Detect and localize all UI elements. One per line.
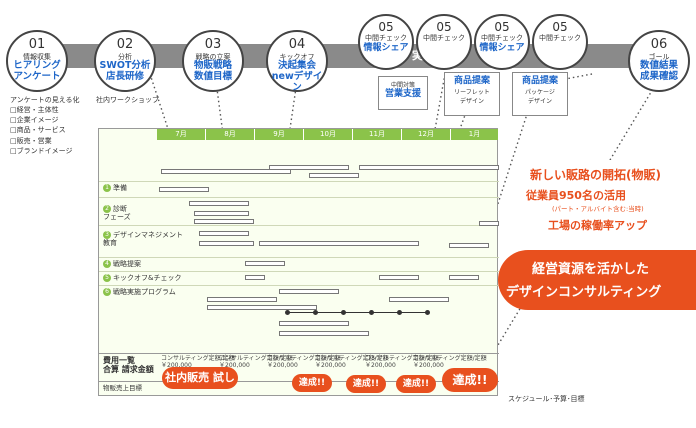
- month-header: 7月: [157, 129, 206, 140]
- goal-staff: 従業員950名の活用: [526, 189, 626, 202]
- cost-cell: コンサルティング定額/定額￥200,000: [365, 355, 439, 370]
- detail-sales-support: 中間対策営業支援: [378, 76, 428, 110]
- detail-leaflet-design: 商品提案リーフレットデザイン: [444, 72, 500, 116]
- pill-achieved: 達成!!: [292, 374, 332, 392]
- goal-factory: 工場の稼働率アップ: [548, 219, 647, 232]
- month-header: 11月: [353, 129, 402, 140]
- consulting-line-1: 経営資源を活かした: [532, 262, 650, 277]
- month-header: 1月: [451, 129, 499, 140]
- month-header: 12月: [402, 129, 451, 140]
- pill-in-house-sales: 社内販売 試し: [162, 367, 238, 389]
- survey-note: アンケートの見える化 □経営・主体性 □企業イメージ □商品・サービス □販売・…: [10, 96, 80, 155]
- cost-label: 費用一覧 合算 請求金額: [103, 356, 154, 374]
- consulting-line-2: デザインコンサルティング: [506, 285, 662, 300]
- cost-cell: コンサルティング定額/定額￥200,000: [161, 355, 235, 370]
- footer-caption: スケジュール･予算･目標: [508, 395, 585, 403]
- cost-cell: コンサルティング定額/定額￥200,000: [413, 355, 487, 370]
- detail-package-design: 商品提案パッケージデザイン: [512, 72, 568, 116]
- pill-achieved: 達成!!: [346, 375, 386, 393]
- cost-cell: コンサルティング定額/定額￥200,000: [315, 355, 389, 370]
- consulting-banner: [498, 250, 696, 310]
- sales-label: 物販売上目標: [103, 384, 142, 392]
- month-header: 9月: [255, 129, 304, 140]
- cost-cell: コンサルティング定額/定額￥200,000: [267, 355, 341, 370]
- month-header: 8月: [206, 129, 255, 140]
- workshop-note: 社内ワークショップ: [96, 96, 159, 104]
- month-header: 10月: [304, 129, 353, 140]
- goal-new-channel: 新しい販路の開拓(物販): [530, 168, 661, 182]
- pill-achieved-final: 達成!!: [442, 368, 498, 392]
- cost-cell: コンサルティング定額/定額￥200,000: [219, 355, 293, 370]
- pill-achieved: 達成!!: [396, 375, 436, 393]
- goal-staff-note: (パート・アルバイト含む:当時): [552, 205, 644, 213]
